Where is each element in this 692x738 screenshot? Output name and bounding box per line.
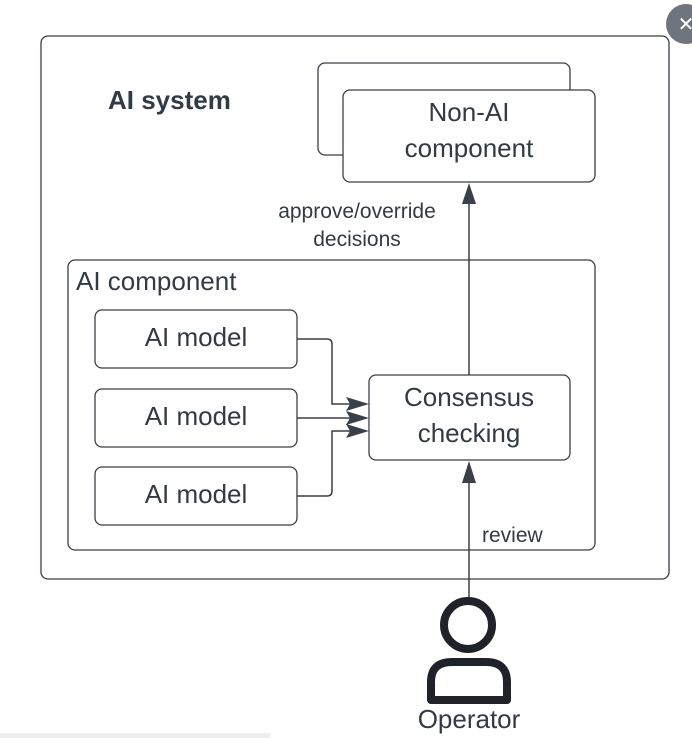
close-button-bg[interactable] bbox=[666, 4, 692, 44]
bottom-shadow bbox=[0, 733, 270, 738]
ai-component-frame bbox=[67, 259, 596, 551]
non-ai-component-label-line1: Non-AI bbox=[429, 97, 510, 127]
non-ai-component-label-line2: component bbox=[405, 133, 534, 163]
consensus-checking-label-line2: checking bbox=[418, 418, 521, 448]
arrowhead-model2 bbox=[346, 411, 369, 425]
ai-system-title: AI system bbox=[108, 85, 231, 115]
arrowhead-model1 bbox=[346, 397, 369, 411]
ai-component-title: AI component bbox=[76, 266, 237, 296]
approve-override-label-line2: decisions bbox=[313, 228, 401, 251]
consensus-checking-label-line1: Consensus bbox=[404, 382, 534, 412]
close-icon[interactable]: ✕ bbox=[678, 12, 692, 36]
connector-model3-to-consensus bbox=[297, 430, 352, 497]
arrowhead-to-non-ai bbox=[462, 183, 476, 204]
user-icon bbox=[427, 597, 511, 704]
ai-model-label-1: AI model bbox=[145, 322, 248, 352]
review-label: review bbox=[482, 524, 544, 547]
ai-model-label-2: AI model bbox=[145, 401, 248, 431]
close-button[interactable]: ✕ bbox=[666, 4, 692, 44]
arrowhead-to-consensus bbox=[462, 461, 476, 483]
operator-label: Operator bbox=[418, 704, 521, 734]
connector-model1-to-consensus bbox=[297, 338, 352, 405]
non-ai-component-box bbox=[342, 89, 596, 183]
approve-override-label-line1: approve/override bbox=[278, 200, 436, 223]
arrowhead-model3 bbox=[346, 424, 369, 438]
ai-model-label-3: AI model bbox=[145, 479, 248, 509]
ai-system-frame bbox=[40, 35, 670, 580]
